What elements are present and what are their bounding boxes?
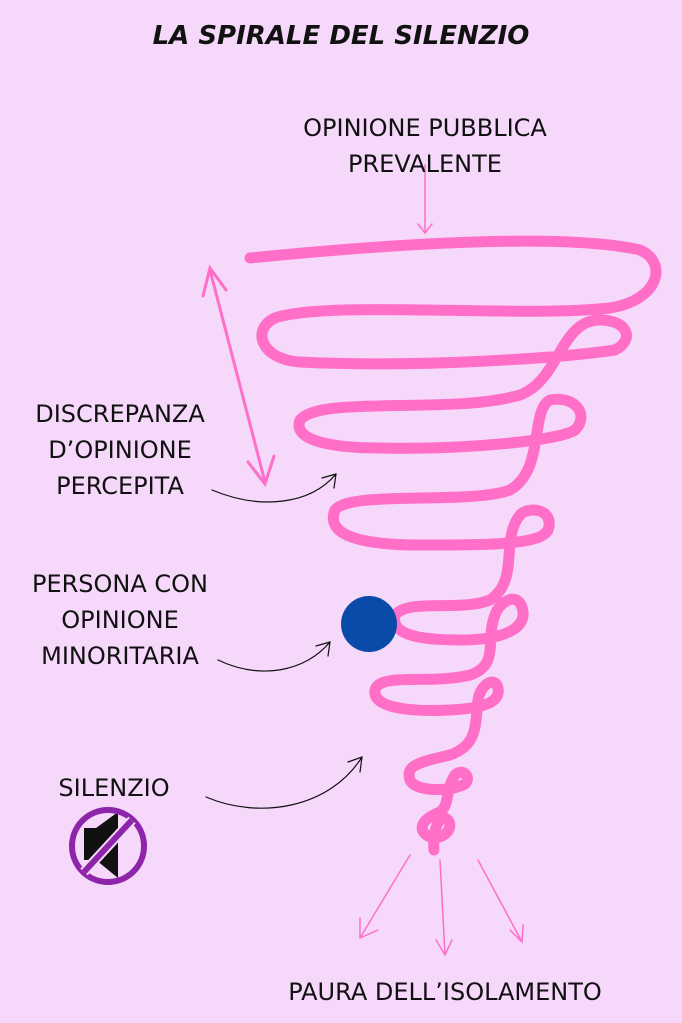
label-line: D’OPINIONE	[48, 436, 192, 464]
label-persona: PERSONA CON OPINIONE MINORITARIA	[0, 566, 240, 674]
minority-person-dot	[341, 596, 397, 652]
arrows-pink	[201, 164, 524, 957]
label-line: MINORITARIA	[41, 642, 199, 670]
label-paura: PAURA DELL’ISOLAMENTO	[288, 978, 602, 1006]
label-line: PREVALENTE	[348, 150, 502, 178]
label-discrepanza: DISCREPANZA D’OPINIONE PERCEPITA	[0, 396, 240, 504]
spiral	[244, 235, 662, 856]
label-line: PERCEPITA	[56, 472, 184, 500]
label-opinione-pubblica: OPINIONE PUBBLICA PREVALENTE	[270, 110, 580, 182]
label-silenzio: SILENZIO	[58, 774, 170, 802]
label-line: OPINIONE	[61, 606, 179, 634]
label-line: OPINIONE PUBBLICA	[303, 114, 547, 142]
mute-icon	[69, 807, 147, 885]
arrows-black	[205, 473, 363, 809]
label-line: PERSONA CON	[31, 570, 209, 598]
diagram-title: LA SPIRALE DEL SILENZIO	[152, 21, 530, 51]
label-line: DISCREPANZA	[35, 400, 205, 428]
